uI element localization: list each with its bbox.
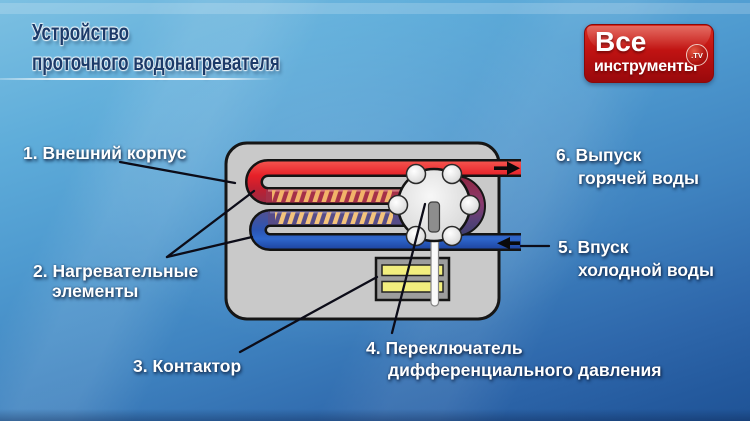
pointer-line-pressure-switch — [390, 202, 427, 335]
top-light-band — [0, 3, 750, 14]
channel-logo: Все инструменты .TV — [584, 24, 714, 83]
label-text: 6. Выпуск — [556, 145, 642, 165]
label-heating-elements: 2. Нагревательные элементы — [33, 261, 198, 301]
label-text: 3. Контактор — [133, 356, 242, 376]
title-line-2: проточного водонагревателя — [32, 49, 280, 75]
switch-piston — [427, 201, 441, 233]
pointer-line-heating-bottom — [165, 235, 254, 259]
switch-bolt — [441, 163, 463, 185]
label-text: 4. Переключатель — [366, 338, 523, 358]
cold-water-arrow-icon — [497, 237, 520, 250]
label-contactor: 3. Контактор — [133, 356, 241, 377]
label-text: горячей воды — [578, 168, 699, 188]
contactor-terminal-top — [381, 264, 444, 277]
label-text: 5. Впуск — [558, 237, 629, 257]
pointer-line-casing — [118, 160, 237, 185]
label-text: 2. Нагревательные — [33, 261, 199, 281]
label-cold-inlet: 5. Впуск холодной воды — [558, 236, 714, 282]
logo-tv-badge: .TV — [686, 44, 708, 66]
pressure-switch — [387, 163, 481, 247]
title-line-1: Устройство — [32, 19, 130, 45]
label-outer-casing: 1. Внешний корпус — [23, 143, 186, 164]
title-underline — [0, 78, 274, 80]
switch-bolt — [405, 163, 427, 185]
page-title: Устройство проточного водонагревателя — [32, 17, 367, 77]
logo-word-1: Все — [595, 26, 647, 57]
label-text: дифференциального давления — [388, 360, 662, 380]
switch-bolt — [387, 194, 409, 216]
bottom-shade — [0, 409, 750, 421]
hot-water-arrow-icon — [494, 161, 520, 175]
logo-word-2: инструменты — [594, 58, 698, 75]
pointer-line-heating-top — [165, 189, 256, 259]
cold-water-pipe — [251, 211, 521, 249]
label-pressure-switch: 4. Переключатель дифференциального давле… — [366, 337, 662, 381]
pointer-line-contactor — [238, 275, 379, 354]
switch-bolt — [459, 194, 481, 216]
label-text: 1. Внешний корпус — [23, 143, 187, 163]
hot-water-pipe — [247, 161, 521, 203]
pointer-lines — [118, 160, 551, 354]
label-text: элементы — [52, 281, 139, 301]
label-text: холодной воды — [578, 260, 714, 280]
label-hot-outlet: 6. Выпуск горячей воды — [556, 144, 699, 190]
switch-bolt — [441, 225, 463, 247]
contactor-terminal-bottom — [381, 280, 444, 293]
